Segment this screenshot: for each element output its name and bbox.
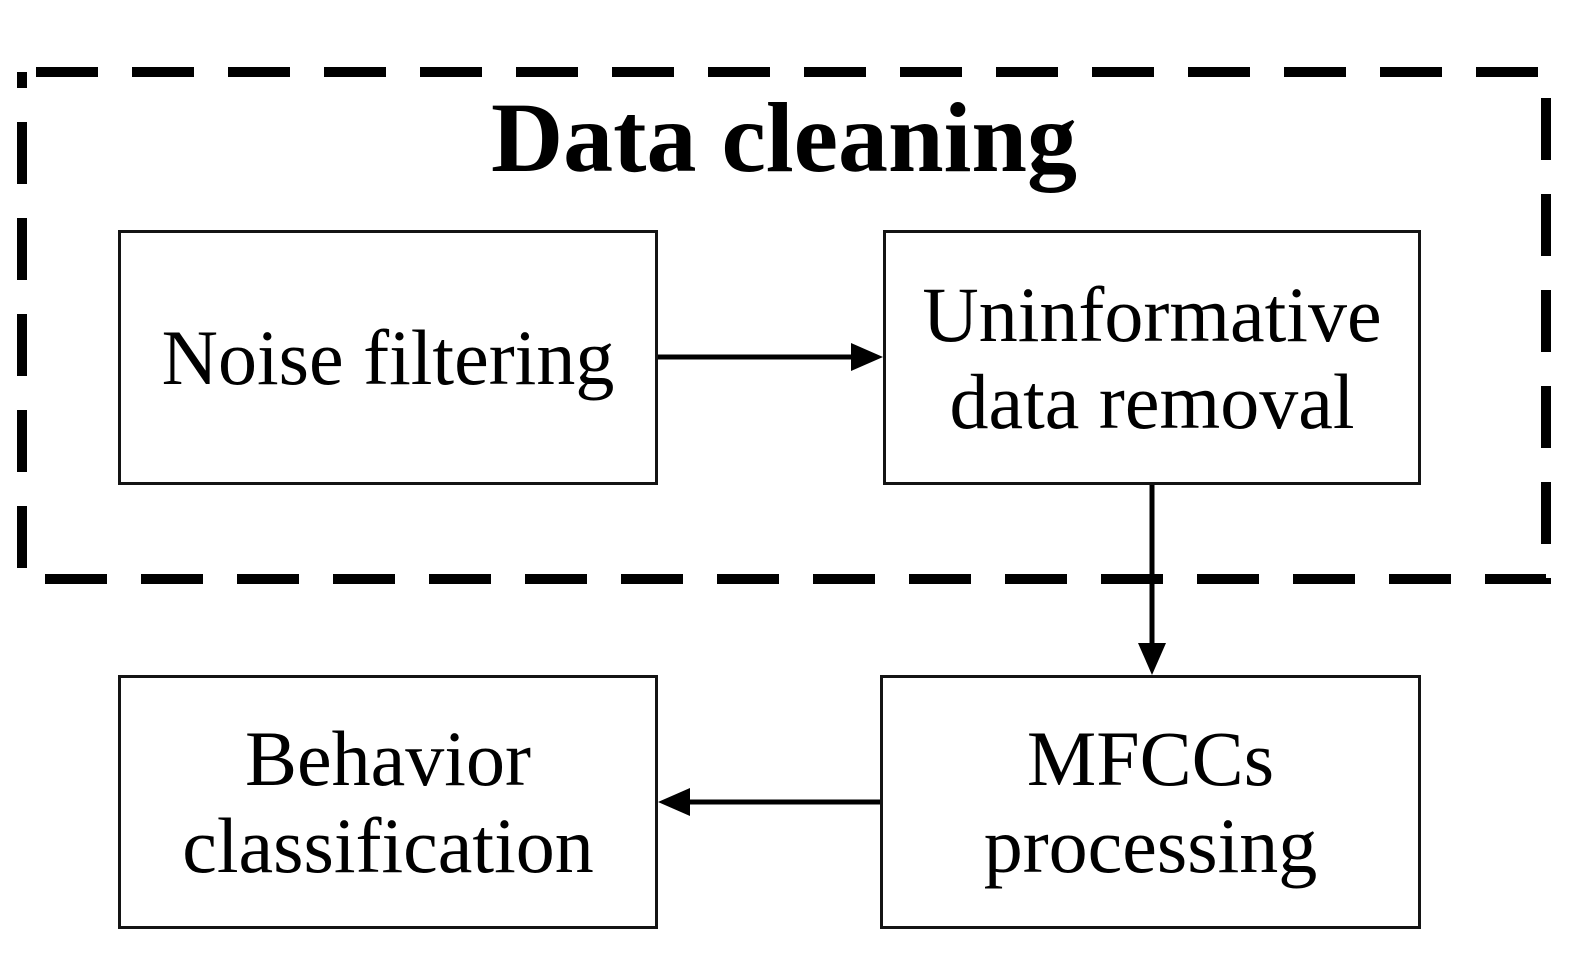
node-behavior-label-line1: Behavior [245,715,531,802]
node-uninformative-label-line2: data removal [949,357,1355,445]
arrow-mfccs-to-behavior [658,788,880,816]
data-cleaning-group-border [17,67,1551,584]
node-uninformative-label-line1: Uninformative [922,270,1382,358]
node-noise-filtering: Noise filtering [118,230,658,485]
node-behavior-label-line2: classification [182,802,594,889]
data-cleaning-group-title: Data cleaning [490,82,1078,193]
node-noise-filtering-label: Noise filtering [161,314,615,401]
node-mfccs-processing: MFCCs processing [880,675,1421,929]
node-behavior-classification: Behavior classification [118,675,658,929]
arrowhead-right-icon [851,343,883,371]
arrow-noise-to-uninformative [658,343,883,371]
node-uninformative-data-removal: Uninformative data removal [883,230,1421,485]
arrow-uninformative-to-mfccs [1138,485,1166,675]
node-mfccs-label-line2: processing [983,802,1318,889]
node-mfccs-label-line1: MFCCs [1026,715,1275,802]
arrowhead-left-icon [658,788,690,816]
arrowhead-down-icon [1138,643,1166,675]
